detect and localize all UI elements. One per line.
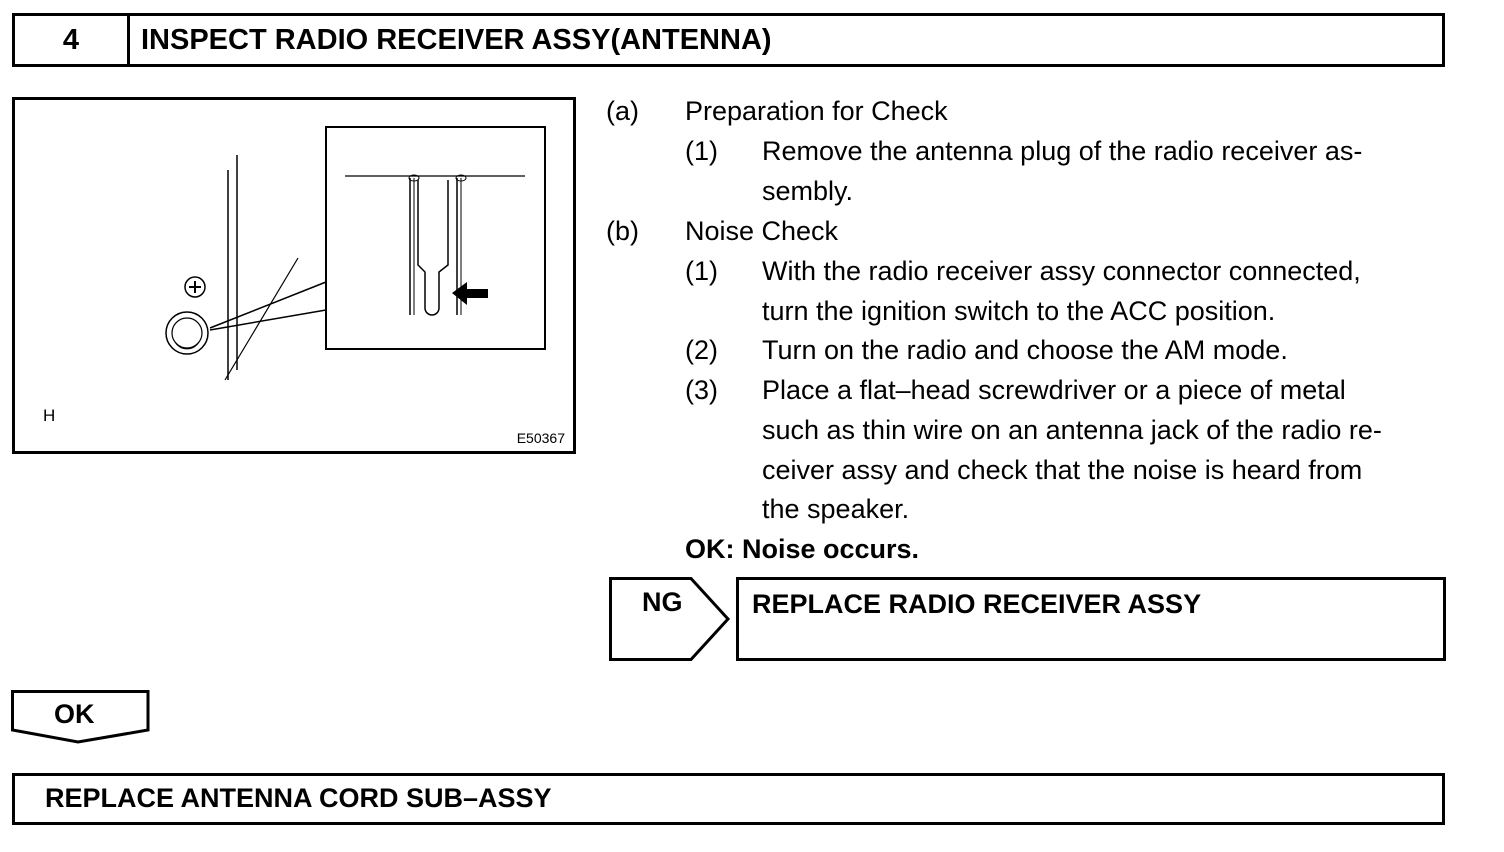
step-title: INSPECT RADIO RECEIVER ASSY(ANTENNA) — [141, 24, 772, 56]
ok-action-text: REPLACE ANTENNA CORD SUB–ASSY — [45, 783, 552, 813]
ng-label: NG — [642, 587, 683, 617]
item-b-text: Noise Check — [685, 216, 839, 246]
item-b3-line2: such as thin wire on an antenna jack of … — [762, 415, 1382, 445]
figure-corner-label: H — [43, 406, 56, 425]
ok-condition: OK: Noise occurs. — [685, 534, 920, 564]
item-b1-line2: turn the ignition switch to the ACC posi… — [762, 296, 1276, 326]
item-b1-label: (1) — [685, 256, 718, 286]
ok-label: OK — [54, 699, 95, 729]
ng-action-box: REPLACE RADIO RECEIVER ASSY — [736, 577, 1446, 661]
item-b2-label: (2) — [685, 335, 718, 365]
antenna-jack-drawing — [165, 126, 546, 381]
item-a-label: (a) — [606, 96, 639, 126]
ng-tag: NG — [609, 577, 731, 661]
ok-tag: OK — [11, 690, 151, 744]
item-b3-line3: ceiver assy and check that the noise is … — [762, 455, 1363, 485]
ok-action-box: REPLACE ANTENNA CORD SUB–ASSY — [12, 773, 1445, 825]
ng-arrow-shape — [609, 577, 731, 661]
step-number: 4 — [15, 16, 130, 64]
item-a-text: Preparation for Check — [685, 96, 948, 126]
step-header: 4 INSPECT RADIO RECEIVER ASSY(ANTENNA) — [12, 13, 1445, 67]
item-b3-line1: Place a flat–head screwdriver or a piece… — [762, 375, 1346, 405]
item-b3-label: (3) — [685, 375, 718, 405]
ok-arrow-shape — [11, 690, 150, 744]
figure-code: E50367 — [516, 430, 565, 446]
item-a1-line1: Remove the antenna plug of the radio rec… — [762, 136, 1363, 166]
item-b2-line1: Turn on the radio and choose the AM mode… — [762, 335, 1288, 365]
item-a1-label: (1) — [685, 136, 718, 166]
antenna-illustration: H E50367 — [12, 97, 576, 454]
item-b-label: (b) — [606, 216, 639, 246]
item-b1-line1: With the radio receiver assy connector c… — [762, 256, 1361, 286]
ng-action-text: REPLACE RADIO RECEIVER ASSY — [752, 589, 1202, 619]
item-b3-line4: the speaker. — [762, 494, 910, 524]
pointer-arrow-icon — [452, 282, 488, 305]
item-a1-line2: sembly. — [762, 176, 854, 206]
